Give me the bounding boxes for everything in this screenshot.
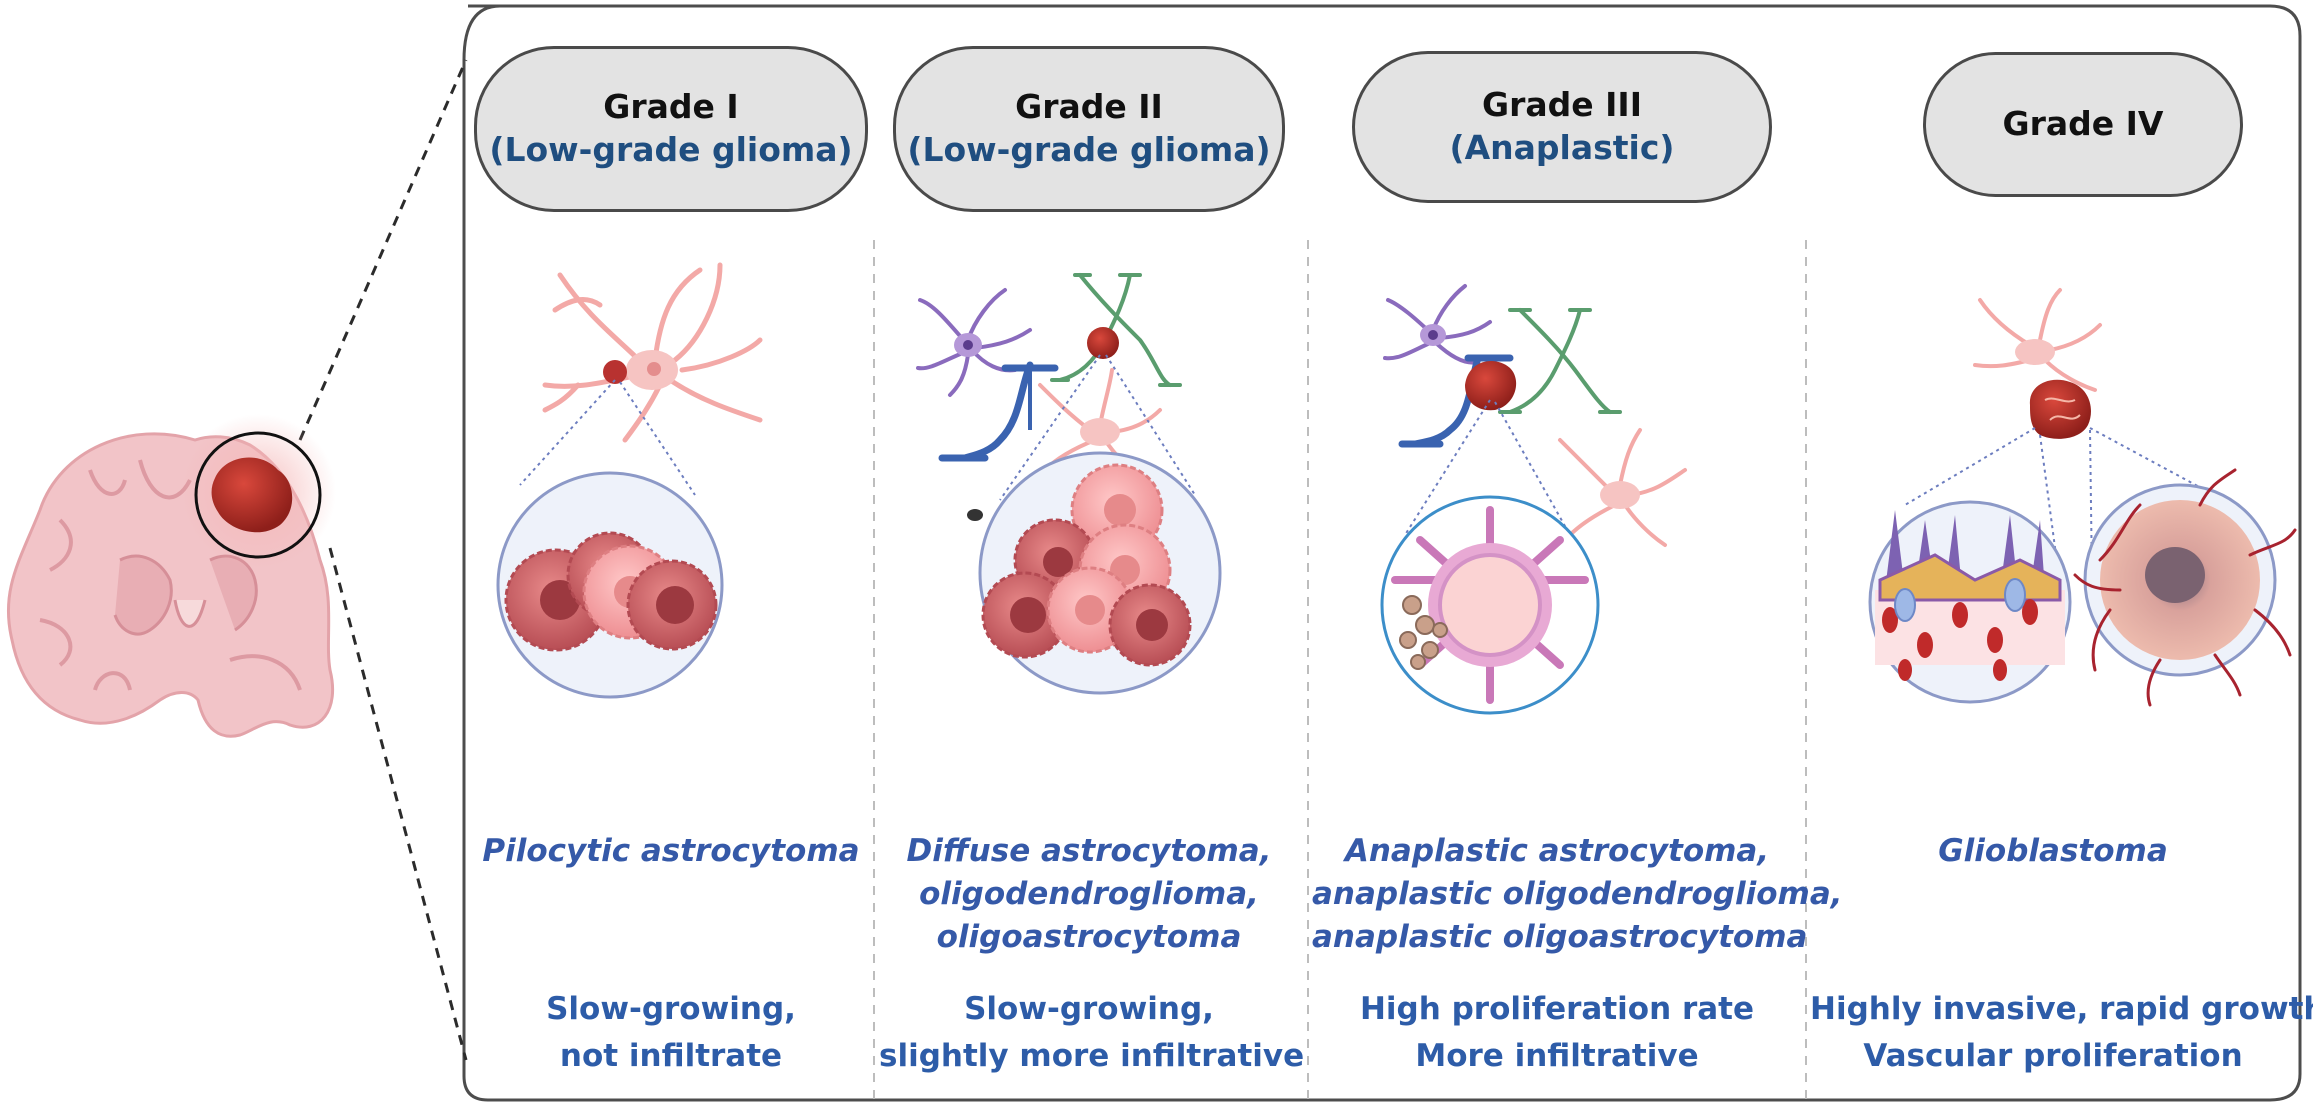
grade-4-properties: Highly invasive, rapid growth Vascular p…	[1810, 986, 2313, 1080]
property-line: More infiltrative	[1415, 1038, 1699, 1074]
grade-1-illustration	[496, 262, 763, 699]
property-line: not infiltrate	[559, 1038, 783, 1074]
grade-1-subtitle: (Low-grade glioma)	[489, 130, 853, 169]
tumor-type: Diffuse astrocytoma,	[906, 833, 1272, 869]
tumor-type: anaplastic oligoastrocytoma	[1312, 919, 1808, 955]
grade-4-pill: Grade IV	[1923, 52, 2243, 197]
property-line: Highly invasive, rapid growth	[1810, 991, 2313, 1027]
grade-3-pill: Grade III (Anaplastic)	[1352, 51, 1772, 203]
tumor-cell-cluster-1	[504, 531, 718, 652]
blood-vessel-cross-section	[1391, 506, 1589, 704]
grade-4-title: Grade IV	[2002, 104, 2164, 144]
tumor-type: oligoastrocytoma	[936, 919, 1242, 955]
tumor-cell-cluster-2	[981, 463, 1192, 667]
grade-2-subtitle: (Low-grade glioma)	[907, 130, 1271, 169]
property-line: Slow-growing,	[546, 991, 796, 1027]
grade-3-subtitle: (Anaplastic)	[1449, 128, 1675, 167]
grade-1-properties: Slow-growing, not infiltrate	[474, 986, 868, 1080]
grade-3-title: Grade III	[1482, 85, 1642, 125]
grade-3-properties: High proliferation rate More infiltrativ…	[1312, 986, 1802, 1080]
grade-2-pill: Grade II (Low-grade glioma)	[893, 46, 1285, 212]
tumor-type: Glioblastoma	[1938, 833, 2168, 869]
grade-2-illustration	[916, 273, 1222, 695]
grade-1-pill: Grade I (Low-grade glioma)	[474, 46, 868, 212]
grade-1-title: Grade I	[603, 87, 739, 127]
tumor-type: anaplastic oligodendroglioma,	[1312, 876, 1843, 912]
grade-2-title: Grade II	[1015, 87, 1163, 127]
property-line: High proliferation rate	[1359, 991, 1755, 1027]
tumor-type: Anaplastic astrocytoma,	[1344, 833, 1770, 869]
grade-4-tumor-types: Glioblastoma	[1810, 830, 2296, 873]
zoom-line-bottom	[328, 547, 468, 1061]
grade-2-tumor-types: Diffuse astrocytoma, oligodendroglioma, …	[879, 830, 1299, 959]
property-line: slightly more infiltrative	[879, 1038, 1305, 1074]
zoom-circle	[194, 431, 322, 559]
tumor-type: Pilocytic astrocytoma	[482, 833, 860, 869]
tumor-type: oligodendroglioma,	[919, 876, 1259, 912]
grade-3-tumor-types: Anaplastic astrocytoma, anaplastic oligo…	[1312, 830, 1843, 959]
main-panel	[462, 4, 2302, 1102]
brain-tumor	[211, 457, 293, 533]
brain-illustration	[7, 414, 336, 738]
property-line: Vascular proliferation	[1863, 1038, 2243, 1074]
grade-2-properties: Slow-growing, slightly more infiltrative	[879, 986, 1305, 1080]
invasive-tissue	[1875, 510, 2065, 681]
grade-1-tumor-types: Pilocytic astrocytoma	[474, 830, 868, 873]
grade-3-illustration	[1380, 284, 1687, 715]
property-line: Slow-growing,	[964, 991, 1214, 1027]
zoom-line-top	[298, 59, 468, 441]
glioblastoma-mass	[2073, 468, 2297, 707]
grade-4-illustration	[1868, 288, 2297, 707]
